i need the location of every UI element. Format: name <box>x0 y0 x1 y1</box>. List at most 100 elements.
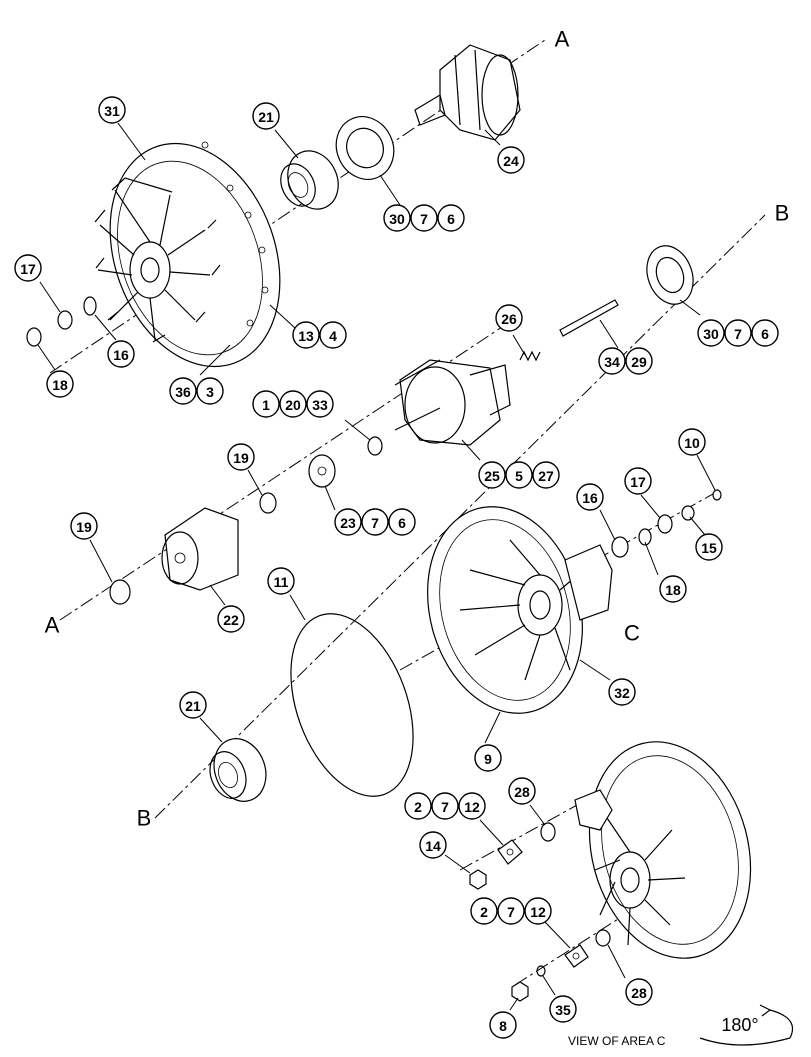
callout-number: 35 <box>555 1002 571 1018</box>
callout-balloon <box>419 831 447 859</box>
callout-group-g28a: 28 <box>508 777 536 805</box>
axis-letter-b-top: B <box>775 201 790 226</box>
callout-number: 15 <box>701 540 717 556</box>
callout-group-g18b: 18 <box>659 575 687 603</box>
callout-balloon <box>98 96 126 124</box>
callout-balloon <box>217 605 245 633</box>
callout-group-g35: 35 <box>549 995 577 1023</box>
callout-number: 19 <box>233 450 249 466</box>
callout-balloon <box>179 691 207 719</box>
callout-balloon <box>695 533 723 561</box>
callout-balloon <box>410 204 438 232</box>
callout-number: 5 <box>515 468 523 484</box>
callout-group-g21a: 21 <box>252 102 280 130</box>
callout-balloon <box>625 978 653 1006</box>
callout-number: 33 <box>312 397 328 413</box>
callout-balloon <box>625 347 653 375</box>
plate-23 <box>308 454 336 488</box>
callout-number: 30 <box>703 326 719 342</box>
impeller-housing-31 <box>94 141 281 368</box>
callout-balloon <box>678 428 706 456</box>
turbine-25 <box>394 359 511 446</box>
callout-number: 22 <box>223 612 239 628</box>
callout-group-g18a: 18 <box>46 370 74 398</box>
callout-balloon <box>495 304 523 332</box>
callout-balloon <box>334 508 362 536</box>
cylinder-22 <box>161 507 239 591</box>
callout-balloon <box>608 678 636 706</box>
seal-group-right <box>611 489 722 558</box>
callout-group-g19a: 19 <box>227 443 255 471</box>
callout-balloon <box>383 204 411 232</box>
callout-balloon <box>306 390 334 418</box>
callout-group-g10: 10 <box>678 428 706 456</box>
callout-balloon <box>659 575 687 603</box>
callout-number: 10 <box>684 435 700 451</box>
callout-number: 1 <box>262 397 270 413</box>
callout-group-g26: 26 <box>495 304 523 332</box>
seal-group-top-left <box>26 296 97 347</box>
callout-balloon <box>478 461 506 489</box>
callout-group-g9: 9 <box>474 744 502 772</box>
callout-number: 2 <box>414 799 422 815</box>
callout-number: 7 <box>507 904 515 920</box>
callout-number: 21 <box>258 109 274 125</box>
callout-number: 6 <box>761 326 769 342</box>
callout-balloon <box>388 508 416 536</box>
callout-number: 34 <box>604 354 620 370</box>
callout-number: 7 <box>441 799 449 815</box>
callout-balloon <box>751 319 779 347</box>
callout-number: 18 <box>665 582 681 598</box>
callout-group-g31: 31 <box>98 96 126 124</box>
rotation-label: 180° <box>721 1015 758 1035</box>
housing-32 <box>427 506 613 714</box>
callout-number: 18 <box>52 377 68 393</box>
callout-number: 3 <box>206 384 214 400</box>
callout-number: 4 <box>329 328 337 344</box>
callout-balloon <box>598 347 626 375</box>
callout-balloon <box>497 897 525 925</box>
callout-group-g34: 34 29 <box>598 347 653 375</box>
callout-number: 11 <box>274 574 289 590</box>
callout-number: 29 <box>631 354 647 370</box>
callout-group-g21b: 21 <box>179 691 207 719</box>
callout-number: 6 <box>398 515 406 531</box>
callout-number: 30 <box>389 211 405 227</box>
callout-balloon <box>458 792 486 820</box>
callout-balloon <box>508 777 536 805</box>
flange-plate-30-right <box>646 245 694 305</box>
callout-balloon <box>267 567 295 595</box>
callout-balloon <box>107 340 135 368</box>
axis-letter-a-bottom: A <box>45 613 60 638</box>
o-ring-11 <box>290 613 414 797</box>
callout-number: 25 <box>484 468 500 484</box>
callout-group-g16a: 16 <box>107 340 135 368</box>
callout-number: 28 <box>631 985 647 1001</box>
callout-balloon <box>470 897 498 925</box>
seal-19-mid <box>259 492 277 514</box>
callout-group-g16b: 16 <box>576 483 604 511</box>
callout-balloon <box>497 146 525 174</box>
rotation-arrow-icon <box>699 1004 794 1046</box>
callout-number: 32 <box>614 685 630 701</box>
callout-balloon <box>169 377 197 405</box>
callout-number: 17 <box>630 474 646 490</box>
callout-balloon <box>196 377 224 405</box>
bracket-2-7-12-lower <box>564 944 589 968</box>
callout-number: 14 <box>425 838 441 854</box>
callout-number: 31 <box>104 103 120 119</box>
o-ring-28-lower <box>595 929 611 947</box>
leader-lines <box>37 122 716 1011</box>
callout-balloon <box>227 443 255 471</box>
housing-view-c <box>574 741 752 959</box>
callout-group-g15: 15 <box>695 533 723 561</box>
callout-group-g22: 22 <box>217 605 245 633</box>
washer-35 <box>536 965 546 977</box>
